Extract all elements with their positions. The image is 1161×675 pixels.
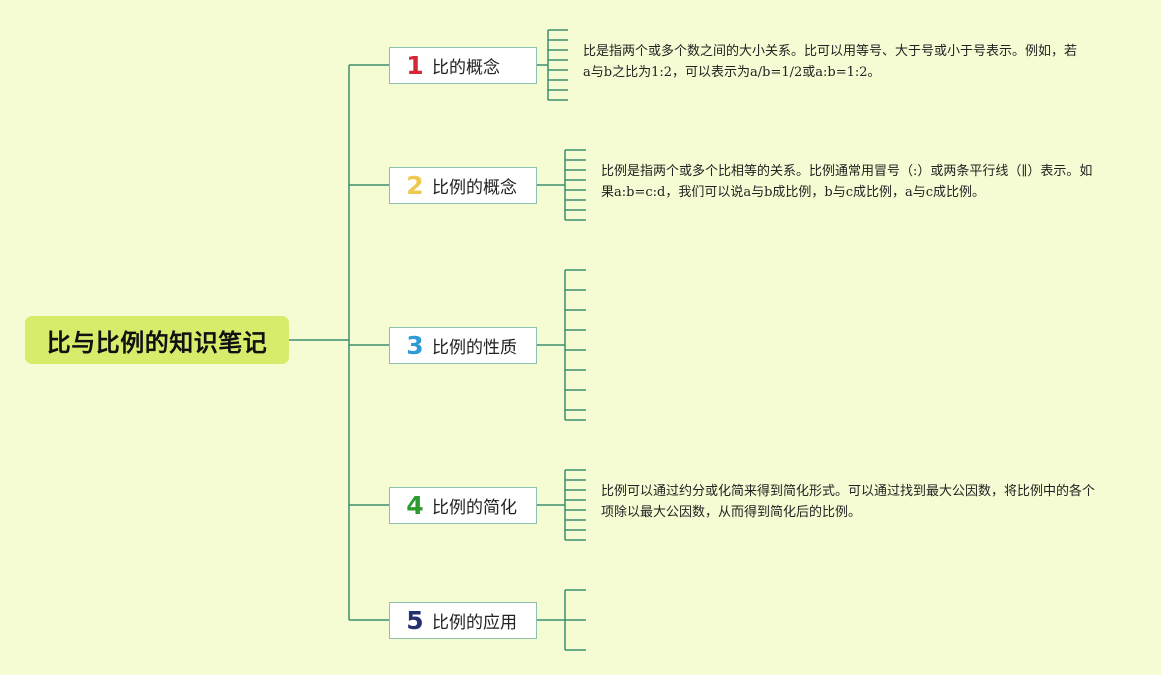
branch-topic-1[interactable]: 1 比的概念	[389, 47, 537, 84]
branch-number-2: 2	[406, 171, 424, 200]
branch-label-2: 比例的概念	[432, 178, 517, 198]
root-topic[interactable]: 比与比例的知识笔记	[25, 316, 289, 364]
branch-topic-4[interactable]: 4 比例的简化	[389, 487, 537, 524]
branch-label-4: 比例的简化	[432, 498, 517, 518]
note-2: 比例是指两个或多个比相等的关系。比例通常用冒号（:）或两条平行线（∥）表示。如果…	[601, 164, 1093, 200]
branch-topic-3[interactable]: 3 比例的性质	[389, 327, 537, 364]
branch-label-3: 比例的性质	[432, 338, 517, 358]
branch-number-1: 1	[406, 51, 424, 80]
branch-label-1: 比的概念	[432, 58, 500, 78]
branch-number-4: 4	[406, 491, 424, 520]
note-4: 比例可以通过约分或化简来得到简化形式。可以通过找到最大公因数，将比例中的各个项除…	[601, 484, 1096, 520]
branch-number-5: 5	[406, 606, 424, 635]
note-1: 比是指两个或多个数之间的大小关系。比可以用等号、大于号或小于号表示。例如，若a与…	[583, 44, 1078, 80]
branch-label-5: 比例的应用	[432, 613, 517, 633]
branch-number-3: 3	[406, 331, 424, 360]
branch-topic-5[interactable]: 5 比例的应用	[389, 602, 537, 639]
branch-topic-2[interactable]: 2 比例的概念	[389, 167, 537, 204]
